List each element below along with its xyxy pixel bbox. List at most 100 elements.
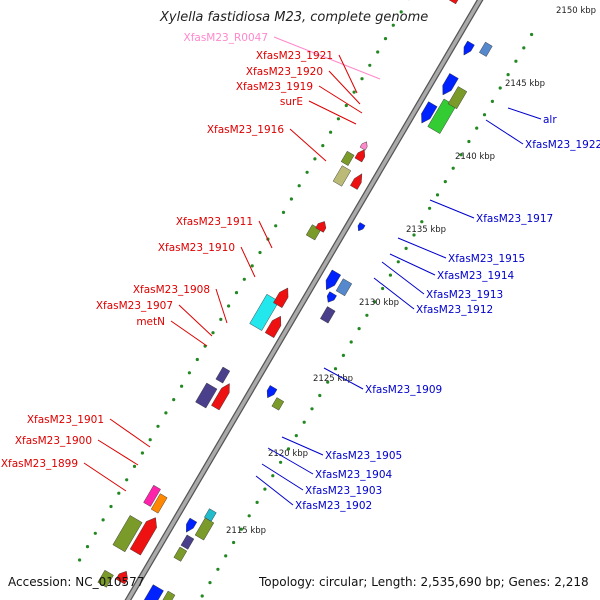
gene-xfasm23-1901	[143, 484, 161, 507]
topology-label: Topology: circular; Length: 2,535,690 bp…	[259, 575, 589, 589]
gene-xfasm23-1914-shape	[335, 278, 353, 297]
reverse-gene-label: XfasM23_1915	[448, 253, 525, 265]
gene-xfasm23-1920	[340, 150, 355, 166]
tick-dot-left	[156, 424, 160, 428]
tick-dot-left	[211, 331, 215, 335]
reverse-gene-label: XfasM23_1922	[525, 139, 600, 151]
gene-xfasm23-1916b-shape	[315, 221, 327, 233]
tick-dot-left	[274, 224, 278, 228]
reverse-leader-line	[255, 475, 294, 506]
gene-xfasm23-1903-shape	[180, 534, 195, 550]
tick-dot-right	[475, 126, 479, 130]
kbp-label: 2140 kbp	[455, 152, 495, 162]
tick-dot-left	[125, 478, 129, 482]
reverse-gene-label: XfasM23_1912	[416, 304, 493, 316]
gene-alr	[447, 86, 468, 110]
tick-dot-right	[200, 594, 204, 598]
gene-xfasm23-1922b-shape	[421, 101, 438, 124]
tick-dot-left	[117, 491, 121, 495]
gene-xfasm23-1900	[150, 493, 168, 514]
gene-r0047-shape	[359, 141, 368, 151]
forward-gene-label: metN	[136, 316, 165, 328]
tick-dot-left	[101, 518, 105, 522]
gene-alr-b	[442, 73, 459, 96]
forward-leader-line	[109, 418, 151, 448]
reverse-gene-label: alr	[543, 114, 557, 126]
reverse-leader-line	[381, 261, 425, 295]
gene-bottom-blue-shape	[143, 584, 164, 600]
tick-dot-right	[302, 420, 306, 424]
gene-bottom-olive-left-shape	[97, 569, 114, 588]
tick-dot-right	[294, 434, 298, 438]
reverse-leader-line	[485, 119, 524, 145]
gene-xfasm23-1911	[273, 287, 289, 309]
forward-gene-label: XfasM23_1919	[236, 81, 313, 93]
gene-bottom-blue	[143, 584, 164, 600]
gene-top-red-shape	[446, 0, 460, 5]
forward-leader-line	[215, 288, 228, 324]
gene-bottom-red-left	[115, 570, 128, 585]
reverse-gene-label: XfasM23_1917	[476, 213, 553, 225]
reverse-leader-line	[429, 199, 475, 219]
gene-xfasm23-1916b	[315, 221, 327, 233]
tick-dot-left	[242, 277, 246, 281]
gene-xfasm23-1912	[320, 306, 336, 324]
gene-xfasm23-1909b	[271, 397, 285, 411]
reverse-gene-label: XfasM23_1903	[305, 485, 382, 497]
gene-xfasm23-1919-shape	[350, 173, 363, 190]
reverse-leader-line	[323, 367, 364, 390]
tick-dot-right	[412, 233, 416, 237]
tick-dot-left	[399, 10, 403, 14]
reverse-leader-line	[267, 447, 314, 475]
tick-dot-left	[148, 438, 152, 442]
forward-leader-line	[338, 54, 358, 94]
tick-dot-right	[365, 313, 369, 317]
tick-dot-right	[467, 139, 471, 144]
forward-gene-label: XfasM23_1899	[1, 458, 78, 470]
tick-dot-right	[498, 86, 502, 90]
tick-dot-right	[404, 246, 408, 250]
forward-leader-line	[273, 36, 381, 80]
tick-dot-right	[310, 407, 314, 411]
gene-xfasm23-1914	[335, 278, 353, 297]
tick-dot-left	[187, 371, 191, 375]
tick-dot-left	[376, 50, 380, 54]
tick-dot-right	[490, 99, 494, 103]
gene-xfasm23-1899-shape	[129, 517, 157, 556]
kbp-label: 2130 kbp	[359, 298, 399, 308]
forward-leader-line	[308, 100, 357, 125]
reverse-gene-label: XfasM23_1902	[295, 500, 372, 512]
gene-xfasm23-1915-shape	[325, 269, 342, 291]
tick-dot-right	[286, 447, 291, 451]
reverse-leader-line	[507, 107, 542, 120]
gene-xfasm23-1905b-shape	[204, 508, 217, 522]
tick-dot-right	[232, 540, 236, 545]
tick-dot-right	[506, 73, 510, 77]
gene-xfasm23-1910b	[264, 315, 282, 339]
reverse-gene-label: XfasM23_1909	[365, 384, 442, 396]
tick-dot-right	[318, 393, 322, 398]
gene-xfasm23-1904	[194, 517, 215, 541]
forward-gene-label: XfasM23_1900	[15, 435, 92, 447]
kbp-label: 2150 kbp	[556, 6, 596, 16]
tick-dot-right	[349, 340, 353, 344]
gene-xfasm23-1920-shape	[340, 150, 355, 166]
gene-xfasm23-1909	[266, 385, 278, 399]
forward-leader-line	[318, 85, 363, 114]
gene-xfasm23-top2	[479, 41, 493, 57]
reverse-leader-line	[281, 436, 324, 456]
gene-xfasm23-1904-shape	[194, 517, 215, 541]
kbp-label: 2120 kbp	[268, 449, 308, 459]
forward-gene-label: XfasM23_1916	[207, 124, 285, 136]
gene-surE-shape	[332, 165, 352, 187]
gene-xfasm23-1921-shape	[354, 149, 365, 163]
tick-dot-left	[336, 117, 340, 121]
kbp-label: 2125 kbp	[313, 374, 353, 384]
accession-label: Accession: NC_010577	[8, 575, 145, 589]
reverse-leader-line	[397, 237, 447, 259]
forward-leader-line	[328, 70, 361, 105]
reverse-leader-line	[389, 253, 436, 276]
tick-dot-left	[109, 504, 113, 509]
tick-dot-left	[132, 464, 137, 468]
gene-xfasm23-1908-shape	[215, 366, 231, 384]
